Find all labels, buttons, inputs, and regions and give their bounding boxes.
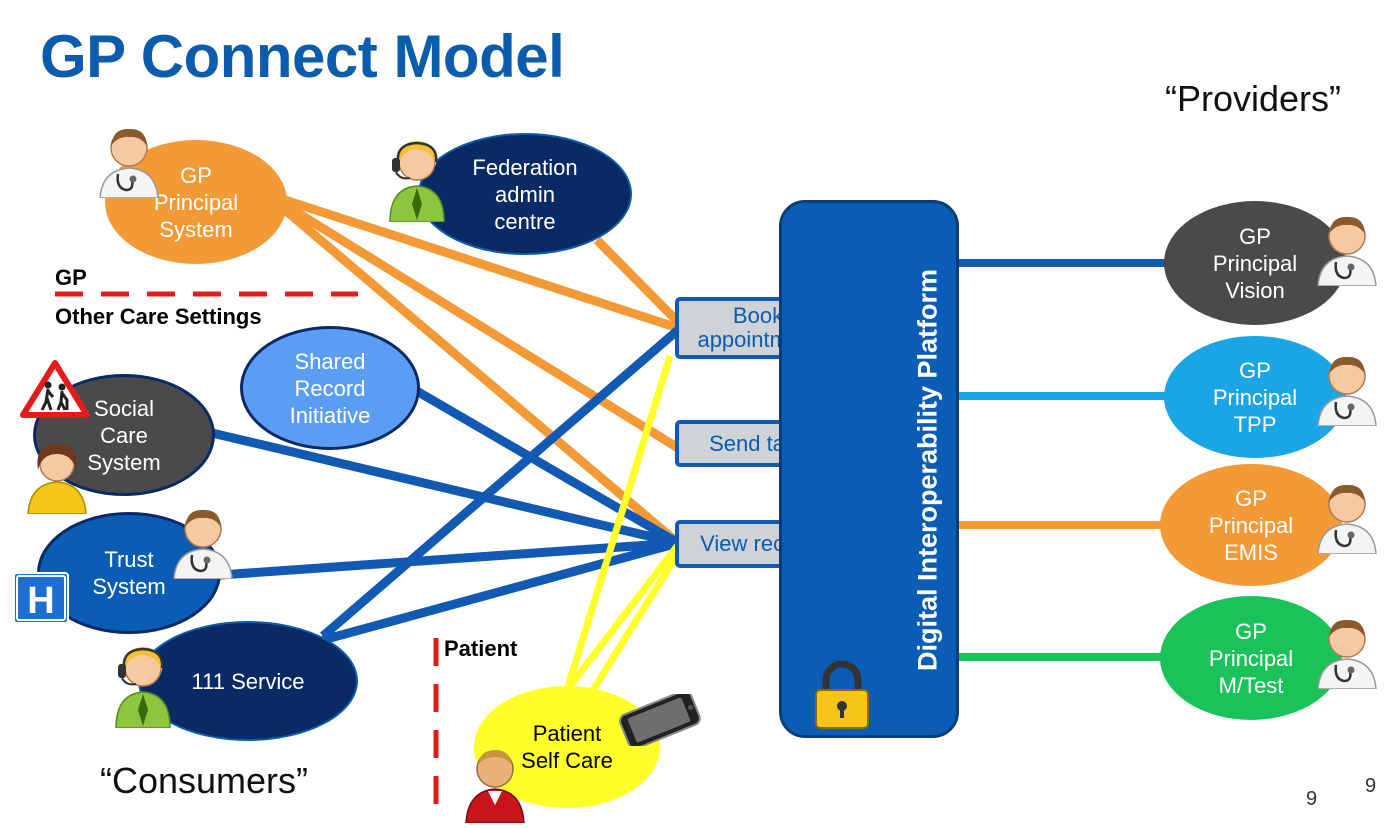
connector-gp-view [282, 206, 681, 547]
connector-patient-view2 [587, 548, 683, 697]
connector-111-book [320, 326, 681, 640]
page-title: GP Connect Model [40, 23, 565, 90]
page-number: 9 [1306, 788, 1318, 810]
hospital-icon: H [13, 572, 69, 624]
other-care-settings-label: Other Care Settings [55, 304, 262, 329]
call-agent-icon [389, 141, 445, 222]
provider-vision-node: GP Principal Vision [1164, 201, 1346, 325]
providers-label: “Providers” [1165, 78, 1342, 119]
connector-gp-book [283, 195, 680, 333]
interoperability-platform [779, 200, 959, 738]
patient-self-care-node: Patient Self Care [474, 686, 660, 808]
connector-shared-view [412, 386, 681, 547]
platform-label: Digital Interoperability Platform [912, 268, 943, 672]
gp-section-label: GP [55, 265, 87, 290]
doctor-icon [1317, 619, 1377, 689]
patient-section-label: Patient [444, 636, 518, 661]
connector-trust-view [219, 538, 679, 580]
doctor-icon [1317, 356, 1377, 426]
provider-emis-node: GP Principal EMIS [1160, 464, 1342, 586]
connector-patient-book [563, 354, 674, 692]
federation-admin-node: Federation admin centre [418, 133, 632, 255]
padlock-icon [815, 660, 869, 729]
page-number-secondary: 9 [1365, 775, 1377, 797]
provider-mtest-node: GP Principal M/Test [1160, 596, 1342, 720]
service-111-node: 111 Service [138, 621, 358, 741]
smartphone-icon [619, 694, 701, 746]
consumers-label: “Consumers” [100, 760, 309, 801]
social-worker-icon [27, 444, 87, 514]
call-agent-icon [115, 647, 171, 728]
hospital-letter: H [27, 580, 54, 622]
connector-federation-book [593, 236, 682, 326]
connector-111-view [321, 538, 680, 645]
shared-record-node: Shared Record Initiative [240, 326, 420, 450]
connector-patient-view1 [564, 542, 681, 693]
warning-elderly-icon [20, 360, 90, 418]
doctor-icon [1317, 484, 1377, 554]
doctor-icon [1317, 216, 1377, 286]
doctor-icon [173, 509, 233, 579]
patient-person-icon [465, 750, 525, 823]
connector-social-view [210, 428, 680, 548]
doctor-icon [99, 128, 159, 198]
connector-gp-send [282, 201, 681, 452]
provider-tpp-node: GP Principal TPP [1164, 336, 1346, 458]
